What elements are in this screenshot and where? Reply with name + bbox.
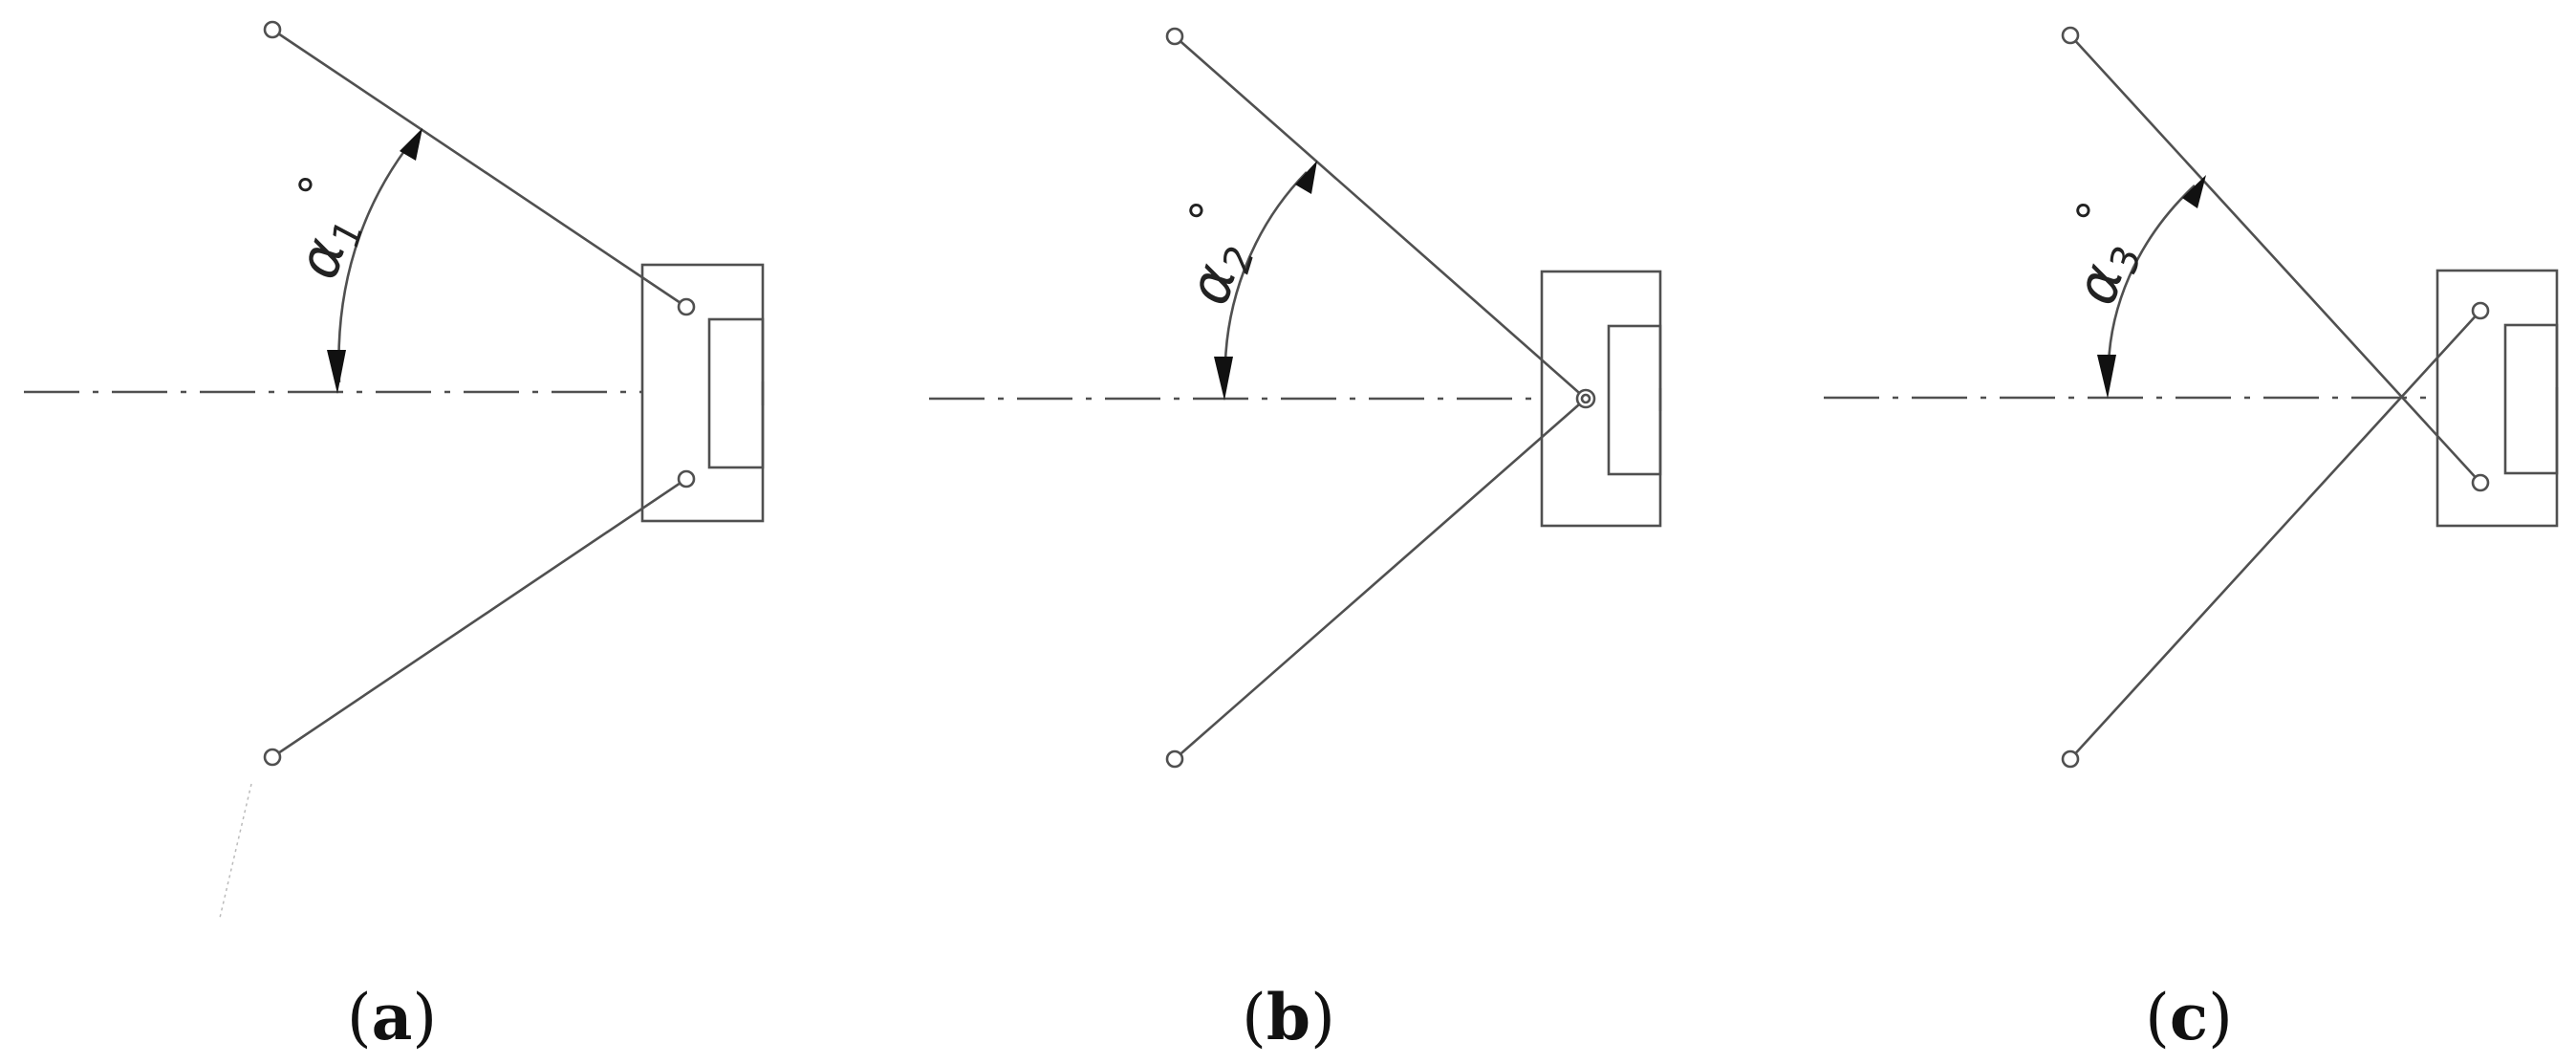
caption-c: (c) — [2145, 980, 2233, 1054]
lower-link — [2069, 310, 2481, 760]
inner-pivot-top — [677, 297, 696, 316]
panel-c: α3° (c) — [1824, 26, 2559, 1054]
angle-arc — [337, 139, 415, 383]
faint-dotted-line — [219, 783, 252, 919]
panel-b: α2° (b) — [929, 27, 1662, 1054]
device-outer-rect — [1540, 270, 1662, 528]
outer-pivot-bottom — [1165, 749, 1184, 769]
angle-label: α3° — [2044, 195, 2160, 314]
device-outer-rect — [2435, 269, 2559, 528]
upper-link — [2069, 34, 2481, 484]
arc-arrow-top — [400, 128, 422, 161]
inner-pivot-top — [2471, 301, 2490, 320]
angle-label: α1° — [266, 169, 382, 288]
device-inner-rect — [2503, 323, 2559, 475]
outer-pivot-bottom — [2061, 749, 2080, 769]
arc-arrow-top — [1295, 161, 1317, 194]
caption-a: (a) — [347, 980, 437, 1054]
caption-b: (b) — [1242, 980, 1335, 1054]
outer-pivot-top — [1165, 27, 1184, 46]
arc-arrow-top — [2182, 175, 2206, 208]
device-inner-rect — [707, 317, 765, 469]
outer-pivot-bottom — [263, 748, 282, 767]
upper-link — [271, 28, 687, 309]
outer-pivot-top — [263, 20, 282, 39]
panel-a: α1° (a) — [24, 20, 765, 1054]
lower-link — [271, 477, 687, 759]
upper-link — [1174, 35, 1587, 400]
lower-link — [1174, 398, 1587, 760]
inner-pivot-bottom — [2471, 473, 2490, 492]
outer-pivot-top — [2061, 26, 2080, 45]
common-pivot-inner — [1580, 393, 1591, 404]
arc-arrow-bottom — [2097, 355, 2116, 399]
arc-arrow-bottom — [327, 350, 346, 394]
arc-arrow-bottom — [1214, 357, 1233, 401]
inner-pivot-bottom — [677, 469, 696, 489]
device-outer-rect — [640, 263, 765, 523]
device-inner-rect — [1607, 324, 1662, 476]
angle-label: α2° — [1157, 195, 1273, 314]
